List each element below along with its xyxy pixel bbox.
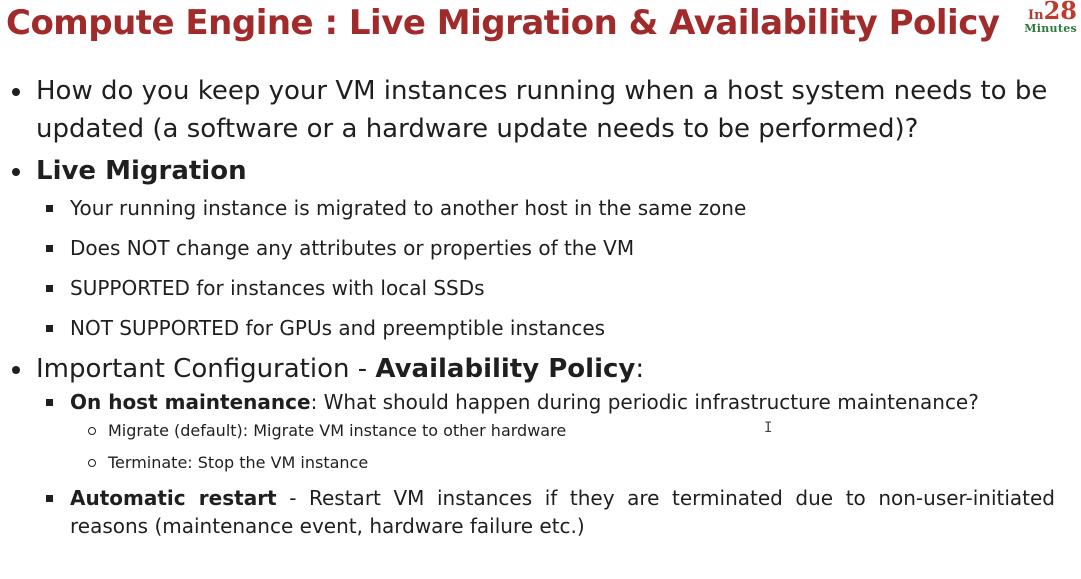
square-bullet-icon — [46, 399, 53, 406]
question-text: How do you keep your VM instances runnin… — [36, 76, 1048, 144]
live-migration-heading: Live Migration — [36, 156, 247, 186]
logo-number: 28 — [1043, 0, 1077, 25]
sub-bullet-text: SUPPORTED for instances with local SSDs — [70, 276, 485, 300]
sub-bullet-automatic-restart: Automatic restart - Restart VM instances… — [10, 484, 1055, 540]
sub-bullet-text: Your running instance is migrated to ano… — [70, 196, 747, 220]
text-cursor-icon: I — [764, 420, 773, 436]
option-terminate: Terminate: Stop the VM instance — [10, 452, 1055, 474]
sub-bullet: Your running instance is migrated to ano… — [10, 194, 1055, 222]
bullet-question: How do you keep your VM instances runnin… — [10, 72, 1055, 148]
in28minutes-logo: In28 Minutes — [1021, 0, 1077, 40]
square-bullet-icon — [46, 495, 53, 502]
bullet-dot-icon — [12, 168, 20, 176]
logo-in: In — [1028, 8, 1044, 23]
option-text: Migrate (default): Migrate VM instance t… — [108, 421, 567, 440]
sub-bullet-text: NOT SUPPORTED for GPUs and preemptible i… — [70, 316, 606, 340]
slide-title: Compute Engine : Live Migration & Availa… — [6, 3, 1000, 43]
option-text: Terminate: Stop the VM instance — [108, 453, 369, 472]
bullet-live-migration: Live Migration — [10, 152, 1055, 190]
automatic-restart-text: - Restart VM instances if they are termi… — [70, 486, 1055, 538]
sub-bullet: Does NOT change any attributes or proper… — [10, 234, 1055, 262]
sub-bullet: NOT SUPPORTED for GPUs and preemptible i… — [10, 314, 1055, 342]
bullet-important-config: Important Configuration - Availability P… — [10, 350, 1055, 388]
square-bullet-icon — [46, 205, 53, 212]
config-suffix: : — [635, 354, 645, 384]
sub-bullet: SUPPORTED for instances with local SSDs — [10, 274, 1055, 302]
config-prefix: Important Configuration - — [36, 354, 376, 384]
automatic-restart-label: Automatic restart — [70, 486, 277, 510]
availability-policy-label: Availability Policy — [375, 354, 636, 384]
slide-content: How do you keep your VM instances runnin… — [10, 72, 1055, 552]
sub-bullet-text: Does NOT change any attributes or proper… — [70, 236, 635, 260]
sub-bullet-host-maintenance: On host maintenance: What should happen … — [10, 388, 1055, 416]
square-bullet-icon — [46, 285, 53, 292]
circle-bullet-icon — [88, 459, 96, 467]
option-migrate: Migrate (default): Migrate VM instance t… — [10, 420, 1055, 442]
bullet-dot-icon — [12, 366, 20, 374]
host-maintenance-label: On host maintenance — [70, 390, 311, 414]
square-bullet-icon — [46, 245, 53, 252]
circle-bullet-icon — [88, 427, 96, 435]
host-maintenance-text: : What should happen during periodic inf… — [310, 390, 979, 414]
square-bullet-icon — [46, 325, 53, 332]
logo-minutes: Minutes — [1024, 22, 1077, 35]
bullet-dot-icon — [12, 88, 20, 96]
